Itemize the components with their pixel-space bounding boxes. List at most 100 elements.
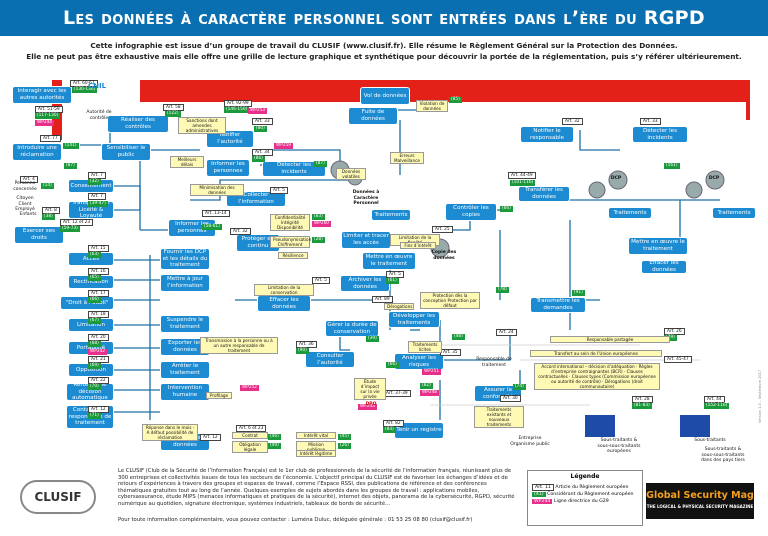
legend-tag: (41) xyxy=(532,492,546,497)
wp-ref: WP259 xyxy=(274,143,294,149)
box-consulter: Consulter l’autorité xyxy=(305,351,355,368)
recital-ref: (82) xyxy=(420,383,433,389)
legend-tag: Art. 11 xyxy=(532,484,554,491)
art-ref: Art. 36 xyxy=(296,341,317,349)
box-detecter-incidents-2: Détecter les incidents xyxy=(632,126,688,143)
art-ref: Art. 33 xyxy=(252,118,273,126)
note-interet: Fins d’intérêt xyxy=(400,242,436,249)
legend-item: Art. 11 Article du Règlement européen xyxy=(532,484,638,491)
legend-text: Considérant du Règlement européen xyxy=(547,492,634,497)
note-dcp-2: DCP xyxy=(708,176,720,181)
recital-ref: (39) xyxy=(366,336,379,342)
box-intervention: Intervention humaine xyxy=(160,383,210,401)
note-sous-traitants-tiers: Sous-traitants & sous-sous-traitants dan… xyxy=(701,447,745,463)
art-ref: Art. 17 xyxy=(88,290,109,298)
note-reponse-mois: Réponse dans le mois · A défaut possibil… xyxy=(142,424,198,441)
recital-ref: (83) xyxy=(312,214,325,220)
note-delais: Meilleurs délais xyxy=(170,156,204,168)
recital-ref: (32) xyxy=(88,179,101,185)
box-effacer-2: Effacer les données xyxy=(257,295,311,312)
box-realiser: Réaliser des contrôles xyxy=(107,115,169,133)
art-ref: Art. 22 xyxy=(88,377,109,385)
note-limitation-conservation: Limitation de la conservation xyxy=(254,284,314,296)
recital-ref: (63) xyxy=(88,252,101,258)
note-accords: Accord international – décision d’adéqua… xyxy=(534,363,660,390)
footer-description: Le CLUSIF (Club de la Sécurité de l’Info… xyxy=(118,468,515,507)
note-dpo: DPO xyxy=(365,402,377,407)
art-ref: Art. 8 xyxy=(42,207,60,215)
note-responsable-partagee: Responsable partagée xyxy=(550,336,670,343)
art-ref: Art. 7 xyxy=(88,172,106,180)
art-ref: Art. 44-49 xyxy=(508,172,536,180)
box-interagir: Interagir avec les autres autorités xyxy=(12,86,72,104)
box-informer-personnes: Informer les personnes xyxy=(206,159,250,177)
note-sous-traitants-eu: Sous-traitants & sous-sous-traitants eur… xyxy=(597,438,641,454)
recital-ref: (84) xyxy=(383,427,396,433)
note-minimisation: Minimisation des données xyxy=(190,184,244,196)
recital-ref: (65) xyxy=(88,275,101,281)
recital-ref: (91) xyxy=(572,290,585,296)
note-derogations: Dérogations xyxy=(384,303,414,310)
note-resilience: Résilience xyxy=(278,252,308,259)
cnil-logo: CNIL xyxy=(88,82,107,90)
box-arreter: Arrêter le traitement xyxy=(160,361,210,379)
art-ref: Art. 24 xyxy=(496,329,517,337)
box-mettre-oeuvre-1: Mettre en œuvre le traitement xyxy=(628,237,688,255)
art-ref: Art. 21 xyxy=(88,356,109,364)
note-sous-traitants: Sous-traitants xyxy=(694,438,726,443)
art-ref: Art. 44 xyxy=(704,396,725,404)
recital-ref: (14) xyxy=(41,183,54,189)
art-ref: Art. 6 et 23 xyxy=(236,425,267,433)
recital-ref: (130-136) xyxy=(72,87,98,93)
recital-ref: (26) xyxy=(338,443,351,449)
box-effacer-1: Effacer les données xyxy=(641,260,687,274)
art-ref: Art. 58 xyxy=(163,104,184,112)
red-zone-frame xyxy=(140,80,750,102)
art-ref: Art. 77 xyxy=(40,135,61,143)
box-mettre-a-jour: Mettre à jour l’information xyxy=(160,274,210,292)
recital-ref: (87) xyxy=(64,163,77,169)
note-interet-vital: Intérêt vital xyxy=(296,432,336,439)
page-title: Les données à caractère personnel sont e… xyxy=(0,0,768,36)
recital-ref: (58-61) xyxy=(202,224,222,230)
recital-ref: (146-150) xyxy=(224,107,250,113)
wp-ref: WP252 xyxy=(240,385,260,391)
legend-tag: WP244 xyxy=(532,499,553,504)
wp-ref: WP243 xyxy=(358,404,378,410)
recital-ref: (79) xyxy=(664,335,677,341)
wp-ref: WP253 xyxy=(248,108,268,114)
recital-ref: (61) xyxy=(386,278,399,284)
gsm-logo: Global Security Mag THE LOGICAL & PHYSIC… xyxy=(646,483,754,519)
art-ref: Art. 30 xyxy=(500,395,521,403)
box-detecter-incidents-1: Détecter les incidents xyxy=(262,161,326,177)
art-ref: Art. 51-59 xyxy=(35,106,63,114)
art-ref: Art. 5 xyxy=(270,187,288,195)
wp-ref: WP251 xyxy=(422,369,442,375)
recital-ref: (81-83) xyxy=(632,403,652,409)
legend-text: Ligne directrice du G29 xyxy=(553,499,609,504)
recital-ref: (38) xyxy=(42,214,55,220)
recital-ref: (74) xyxy=(513,384,526,390)
note-copie: Copie des données xyxy=(431,250,457,261)
box-informer-2: Informer les personnes xyxy=(168,219,216,237)
box-introduire: Introduire une réclamation xyxy=(12,143,62,161)
note-erreurs: Erreurs Malveillance xyxy=(390,152,424,164)
note-sanctions: Sanctions dont amendes administratives xyxy=(178,117,226,134)
art-ref: Art. 20 xyxy=(88,334,109,342)
art-ref: Art. 60-67 xyxy=(70,80,98,88)
art-ref: Art. 5 xyxy=(386,271,404,279)
note-contrat: Contrat xyxy=(232,432,268,439)
art-ref: Art. 32 xyxy=(230,228,251,236)
note-volatiles: Données volatiles xyxy=(336,168,366,180)
note-personne: Personne concernée xyxy=(13,181,37,192)
note-pseudo: Pseudonymisation Chiffrement xyxy=(270,236,311,248)
box-notifier-autorite: Notifier l’autorité xyxy=(206,130,254,148)
recital-ref: (67) xyxy=(88,318,101,324)
box-notifier-responsable: Notifier le responsable xyxy=(520,126,574,143)
art-ref: Art. 4 xyxy=(20,176,38,184)
wp-ref: WP260 xyxy=(312,221,332,227)
note-transfert-ue: Transfert au sein de l’Union européenne xyxy=(530,350,662,357)
art-ref: Art. 28 xyxy=(632,396,653,404)
